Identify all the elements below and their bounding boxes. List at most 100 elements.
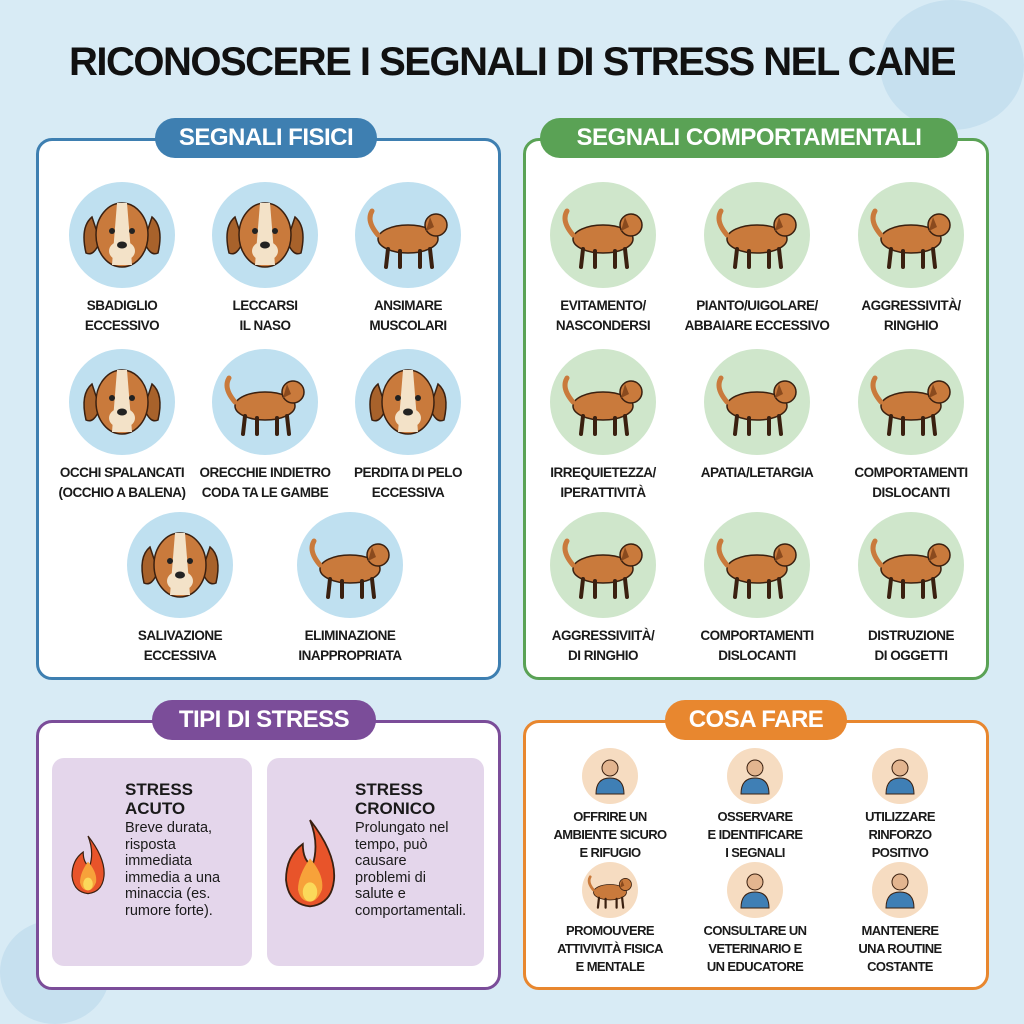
panting-dog-icon bbox=[355, 182, 461, 288]
label-line: COSTANTE bbox=[867, 959, 933, 974]
label-line: ECCESSIVA bbox=[371, 485, 445, 500]
label-line: MUSCOLARI bbox=[369, 318, 447, 333]
signal-label: ELIMINAZIONE INAPPROPRIATA bbox=[279, 626, 421, 666]
label-line: DISTRUZIONE bbox=[867, 628, 955, 643]
text-line: Breve durata, bbox=[125, 820, 213, 836]
label-line: UN EDUCATORE bbox=[706, 959, 804, 974]
signal-label: SBADIGLIO ECCESSIVO bbox=[51, 296, 193, 336]
label-line: DISLOCANTI bbox=[872, 485, 950, 500]
label-line: UTILIZZARE bbox=[865, 809, 935, 824]
label-line: I SEGNALI bbox=[725, 845, 785, 860]
label-line: (OCCHIO A BALENA) bbox=[58, 485, 187, 500]
label-line: IPERATTIVITÀ bbox=[560, 485, 646, 500]
title-line: STRESS bbox=[355, 780, 424, 799]
signal-item: SBADIGLIO ECCESSIVO bbox=[51, 182, 193, 336]
label-line: APATIA/LETARGIA bbox=[700, 465, 814, 480]
label-line: INAPPROPRIATA bbox=[298, 648, 402, 663]
label-line: SBADIGLIO bbox=[86, 298, 158, 313]
cosa-fare-heading: COSA FARE bbox=[665, 700, 847, 740]
hiding-dog-icon bbox=[550, 182, 656, 288]
label-line: E RIFUGIO bbox=[579, 845, 641, 860]
title-line: ACUTO bbox=[125, 799, 186, 818]
label-line: OFFRIRE UN bbox=[573, 809, 647, 824]
signal-item: EVITAMENTO/NASCONDERSI bbox=[531, 182, 675, 336]
label-line: SALIVAZIONE bbox=[137, 628, 223, 643]
urinating-dog-icon bbox=[297, 512, 403, 618]
signal-label: AGGRESSIVITÀ/RINGHIO bbox=[839, 296, 983, 336]
label-line: DI OGGETTI bbox=[874, 648, 948, 663]
label-line: AGGRESSIVIITÀ/ bbox=[551, 628, 655, 643]
calm-person-icon bbox=[872, 862, 928, 918]
label-line: OCCHI SPALANCATI bbox=[59, 465, 185, 480]
label-line: ORECCHIE INDIETRO bbox=[199, 465, 331, 480]
high-five-dog-icon bbox=[872, 748, 928, 804]
signal-item: LECCARSI IL NASO bbox=[194, 182, 336, 336]
signal-label: PERDITA DI PELO ECCESSIVA bbox=[337, 463, 479, 503]
small-flame-icon bbox=[71, 835, 105, 895]
label-line: LECCARSI bbox=[232, 298, 298, 313]
text-line: Prolungato nel bbox=[355, 820, 449, 836]
label-line: IL NASO bbox=[239, 318, 291, 333]
label-line: PIANTO/UIGOLARE/ bbox=[696, 298, 818, 313]
label-line: AGGRESSIVITÀ/ bbox=[861, 298, 961, 313]
yawning-dog-icon bbox=[69, 182, 175, 288]
wide-eyes-dog-icon bbox=[69, 349, 175, 455]
sniffing-dog-icon bbox=[858, 349, 964, 455]
text-line: comportamentali. bbox=[355, 902, 467, 919]
label-line: DISLOCANTI bbox=[718, 648, 796, 663]
lying-dog-icon bbox=[550, 512, 656, 618]
signal-item: PIANTO/UIGOLARE/ABBAIARE ECCESSIVO bbox=[674, 182, 840, 336]
signal-item: PERDITA DI PELO ECCESSIVA bbox=[337, 349, 479, 503]
label-line: IRREQUIETEZZA/ bbox=[550, 465, 656, 480]
label-line: ATTIVIVITÀ FISICA bbox=[557, 941, 663, 956]
lying-dog-icon bbox=[704, 349, 810, 455]
label-line: MANTENERE bbox=[861, 923, 940, 938]
label-line: ELIMINAZIONE bbox=[304, 628, 396, 643]
text-line: rumore forte). bbox=[125, 902, 213, 919]
drooling-dog-icon bbox=[355, 349, 461, 455]
segnali-comportamentali-heading: SEGNALI COMPORTAMENTALI bbox=[540, 118, 958, 158]
licking-dog-icon bbox=[212, 182, 318, 288]
signal-label: APATIA/LETARGIA bbox=[674, 463, 840, 483]
aggressive-dog-icon bbox=[858, 182, 964, 288]
text-line: causare bbox=[355, 853, 407, 869]
text-line: minaccia (es. bbox=[125, 886, 211, 902]
label-line: PERDITA DI PELO bbox=[353, 465, 463, 480]
label-line: POSITIVO bbox=[871, 845, 929, 860]
signal-item: APATIA/LETARGIA bbox=[674, 349, 840, 483]
signal-item: AGGRESSIVITÀ/RINGHIO bbox=[839, 182, 983, 336]
page-title: RICONOSCERE I SEGNALI DI STRESS NEL CANE bbox=[68, 40, 957, 84]
label-line: ECCESSIVO bbox=[84, 318, 160, 333]
label-line: RINGHIO bbox=[883, 318, 939, 333]
vet-and-trainer-icon bbox=[727, 862, 783, 918]
large-flame-icon bbox=[285, 819, 336, 908]
label-line: EVITAMENTO/ bbox=[560, 298, 646, 313]
shedding-dog-icon bbox=[212, 349, 318, 455]
tipi-di-stress-heading: TIPI DI STRESS bbox=[152, 700, 376, 740]
title-line: STRESS bbox=[125, 780, 194, 799]
label-line: UNA ROUTINE bbox=[858, 941, 942, 956]
label-line: E MENTALE bbox=[575, 959, 645, 974]
signal-label: PIANTO/UIGOLARE/ABBAIARE ECCESSIVO bbox=[674, 296, 840, 336]
title-line: CRONICO bbox=[355, 799, 436, 818]
signal-item: OCCHI SPALANCATI (OCCHIO A BALENA) bbox=[51, 349, 193, 503]
signal-label: EVITAMENTO/NASCONDERSI bbox=[531, 296, 675, 336]
segnali-fisici-heading: SEGNALI FISICI bbox=[155, 118, 377, 158]
